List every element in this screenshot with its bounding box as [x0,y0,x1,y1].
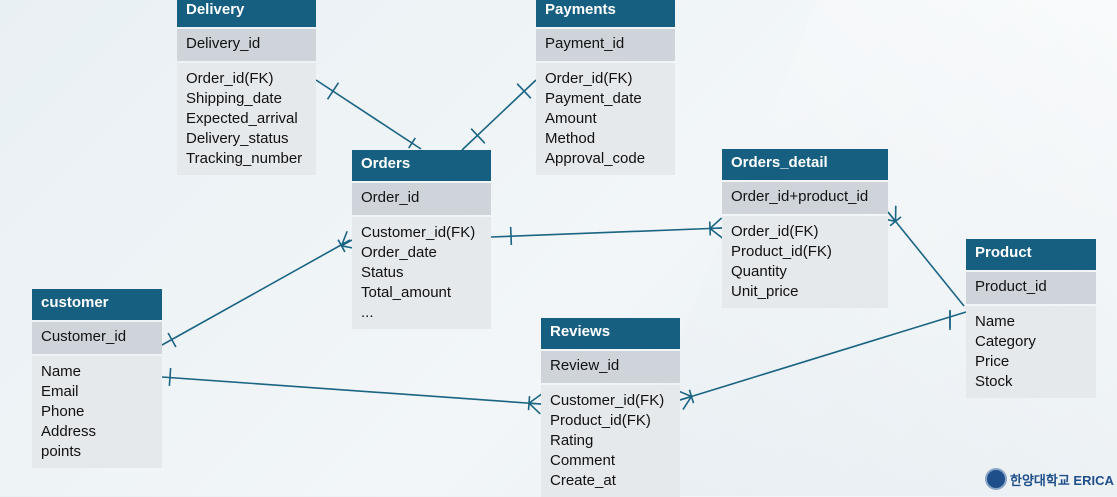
primary-key: Customer_id [32,322,162,354]
one-marker [409,138,416,148]
primary-key: Product_id [966,272,1096,304]
attribute: Order_id(FK) [186,69,307,89]
attribute: Create_at [550,471,671,491]
attribute: Unit_price [731,282,879,302]
entity-title: Product [966,239,1096,270]
attribute: Customer_id(FK) [550,391,671,411]
attribute: Order_id(FK) [731,222,879,242]
attribute: Product_id(FK) [550,411,671,431]
attribute: ... [361,303,482,323]
primary-key: Delivery_id [177,29,316,61]
attribute: Email [41,382,153,402]
attribute: Name [41,362,153,382]
attribute: Order_id(FK) [545,69,666,89]
primary-key: Review_id [541,351,680,383]
attribute: Shipping_date [186,89,307,109]
entity-title: Orders [352,150,491,181]
attribute: Method [545,129,666,149]
primary-key: Payment_id [536,29,675,61]
one-marker [168,333,176,347]
attribute: Delivery_status [186,129,307,149]
attribute: Order_date [361,243,482,263]
entity-title: customer [32,289,162,320]
rel-delivery-orders [316,80,421,149]
many-marker [529,403,540,414]
attribute: Category [975,332,1087,352]
rel-customer-reviews [162,377,541,404]
attribute: Expected_arrival [186,109,307,129]
attribute: Address [41,422,153,442]
rel-orders-detail-product [888,212,964,306]
seal-icon [985,468,1007,490]
university-logo: 한양대학교 ERICA [985,468,1114,490]
rel-reviews-product [680,312,966,400]
attribute: Comment [550,451,671,471]
attribute: Tracking_number [186,149,307,169]
entity-title: Delivery [177,0,316,27]
many-marker [710,228,722,238]
attribute: Customer_id(FK) [361,223,482,243]
attribute: Status [361,263,482,283]
attribute: Approval_code [545,149,666,169]
rel-orders-orders-detail [491,228,722,237]
attribute: Stock [975,372,1087,392]
attribute: Phone [41,402,153,422]
attribute: Price [975,352,1087,372]
attribute: Name [975,312,1087,332]
attribute: Amount [545,109,666,129]
many-marker [710,218,722,228]
entity-title: Payments [536,0,675,27]
many-marker [529,394,542,403]
attribute: Rating [550,431,671,451]
one-marker [511,227,512,245]
rel-customer-orders [162,240,350,345]
entity-title: Orders_detail [722,149,888,180]
logo-text: 한양대학교 ERICA [1010,470,1114,489]
attribute: Payment_date [545,89,666,109]
one-marker [529,396,530,410]
one-marker [169,368,170,386]
one-marker [710,221,711,235]
one-marker [328,83,339,100]
attribute: points [41,442,153,462]
many-marker [529,403,541,404]
attribute: Total_amount [361,283,482,303]
primary-key: Order_id [352,183,491,215]
attribute: Quantity [731,262,879,282]
attribute: Product_id(FK) [731,242,879,262]
primary-key: Order_id+product_id [722,182,888,214]
rel-payments-orders [462,80,536,150]
entity-title: Reviews [541,318,680,349]
